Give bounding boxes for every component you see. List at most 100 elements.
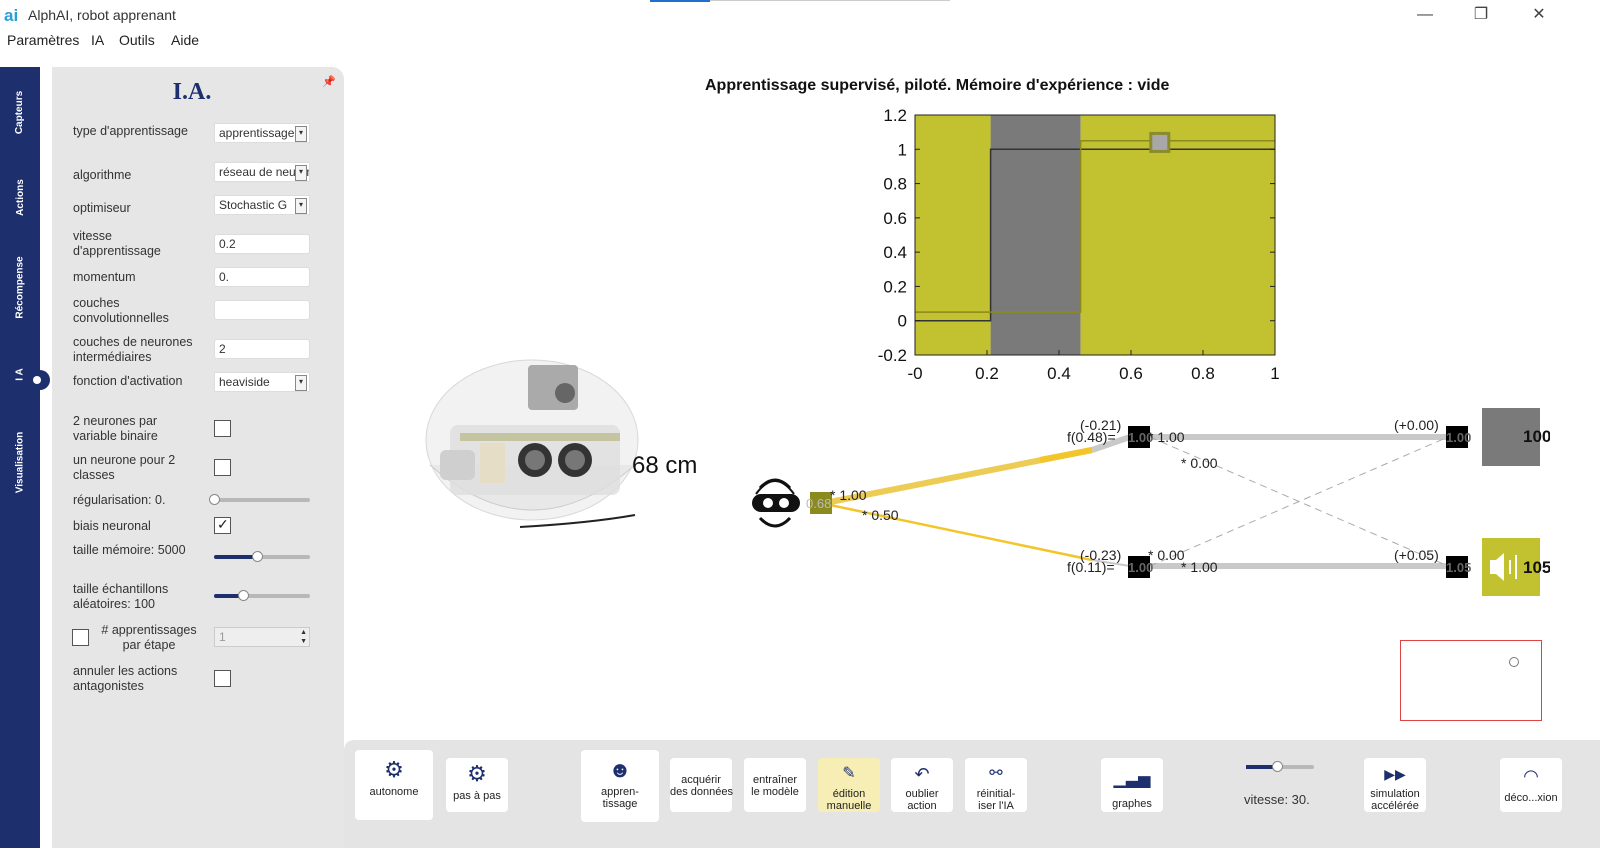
optim-select[interactable]: Stochastic G <box>214 195 310 215</box>
input-value: 0.68 <box>806 496 831 511</box>
menu-outils[interactable]: Outils <box>119 32 155 48</box>
algo-label: algorithme <box>73 168 132 182</box>
active-tab-indicator <box>30 370 50 390</box>
tab-visualisation[interactable]: Visualisation <box>14 431 26 493</box>
conv-input[interactable] <box>214 300 310 320</box>
chart-marker <box>1149 131 1171 153</box>
action-box-1 <box>1482 408 1540 466</box>
entrainer-button[interactable]: entraîner le modèle <box>744 758 806 812</box>
acquerir-button[interactable]: acquérir des données <box>670 758 733 812</box>
oublier-button[interactable]: ↶oublier action <box>891 758 953 812</box>
momentum-input[interactable]: 0. <box>214 267 310 287</box>
undo-icon: ↶ <box>914 764 930 784</box>
menu-ia[interactable]: IA <box>91 32 105 48</box>
h2-func: f(0.11)= <box>1067 559 1115 575</box>
h2-bias: (-0.23) <box>1080 547 1121 563</box>
o1-score: 100 <box>1523 427 1550 446</box>
cursor-circle-icon <box>1509 657 1519 667</box>
h1-func: f(0.48)= <box>1067 429 1116 445</box>
steps-checkbox[interactable] <box>72 629 89 646</box>
chart-frame <box>914 114 1276 356</box>
o2-score: 105 <box>1523 558 1550 577</box>
reg-label: régularisation: 0. <box>73 493 166 507</box>
activation-select[interactable]: heaviside <box>214 372 310 392</box>
o2-bias: (+0.05) <box>1394 547 1439 563</box>
reg-slider[interactable] <box>209 494 310 505</box>
binary-checkbox[interactable] <box>214 420 231 437</box>
speed-label: vitesse: 30. <box>1244 792 1310 807</box>
chart-region-1 <box>990 115 1081 355</box>
cancel-checkbox[interactable] <box>214 670 231 687</box>
pin-icon[interactable]: 📌 <box>322 76 336 88</box>
speed-slider[interactable] <box>1246 761 1314 772</box>
apprentissage-button[interactable]: ☻appren- tissage <box>581 750 659 822</box>
algo-select[interactable]: réseau de neurones <box>214 162 310 182</box>
reinit-button[interactable]: ⚯réinitial- iser l'IA <box>965 758 1027 812</box>
lr-input[interactable]: 0.2 <box>214 234 310 254</box>
maximize-button[interactable]: ❐ <box>1473 6 1489 23</box>
spin-arrows-icon: ▲▼ <box>300 629 307 645</box>
h1-value: 1.00 <box>1128 430 1153 445</box>
mini-view <box>1400 640 1542 721</box>
pas-a-pas-button[interactable]: ⚙pas à pas <box>446 758 508 812</box>
tab-recompense[interactable]: Récompense <box>14 255 26 319</box>
distance-readout: 68 cm <box>632 452 698 479</box>
link-h2-o1 <box>1149 436 1449 567</box>
menu-aide[interactable]: Aide <box>171 32 200 48</box>
bias-label: biais neuronal <box>73 519 151 533</box>
weight-in-top: * 1.00 <box>830 487 867 503</box>
robot-image <box>425 359 639 528</box>
input-node <box>810 492 832 514</box>
type-select[interactable]: apprentissage <box>214 123 310 143</box>
oneneuron-label: un neurone pour 2 classes <box>73 453 176 482</box>
bottom-toolbar: ⚙autonome ⚙pas à pas ☻appren- tissage ac… <box>344 740 1600 848</box>
minimize-button[interactable]: — <box>1417 6 1433 23</box>
steps-spinbox[interactable]: 1 ▲▼ <box>214 627 310 647</box>
optim-label: optimiseur <box>73 201 131 215</box>
title-bar: ai AlphAI, robot apprenant — ❐ ✕ <box>0 0 1600 30</box>
link-in-h2 <box>829 503 1093 562</box>
autonome-button[interactable]: ⚙autonome <box>355 750 433 820</box>
brain-head-icon: ☻ <box>608 757 632 782</box>
hidden-label: couches de neurones intermédiaires <box>73 335 193 364</box>
y-tick-label-7: -0.2 <box>878 346 907 365</box>
h2-value: 1.00 <box>1128 560 1153 575</box>
close-button[interactable]: ✕ <box>1532 6 1546 23</box>
o1-bias: (+0.00) <box>1394 417 1439 433</box>
memory-label: taille mémoire: 5000 <box>73 543 186 557</box>
chart-series-1 <box>915 139 1275 313</box>
y-tick-label-6: 0 <box>898 312 907 331</box>
simulation-button[interactable]: ▶▶simulation accélérée <box>1364 758 1426 812</box>
tab-actions[interactable]: Actions <box>14 178 26 216</box>
fast-forward-icon: ▶▶ <box>1384 766 1406 782</box>
hidden-node-2 <box>1128 556 1150 578</box>
y-tick-label-1: 1 <box>898 140 907 159</box>
side-tabs: Capteurs Actions Récompense I A Visualis… <box>0 67 40 848</box>
output-node-1 <box>1446 426 1468 448</box>
oneneuron-checkbox[interactable] <box>214 459 231 476</box>
h2-weight-straight: * 1.00 <box>1181 559 1218 575</box>
bias-checkbox[interactable]: ✓ <box>214 516 231 534</box>
app-logo-icon: ai <box>4 6 19 25</box>
speaker-icon <box>1490 553 1517 581</box>
graphes-button[interactable]: ▁▃▅graphes <box>1101 758 1163 812</box>
x-tick-label-2: 0.4 <box>1047 364 1071 383</box>
x-tick-label-3: 0.6 <box>1119 364 1143 383</box>
wifi-icon: ◠ <box>1523 766 1539 786</box>
y-tick-label-4: 0.4 <box>883 243 907 262</box>
momentum-label: momentum <box>73 270 136 284</box>
deconnexion-button[interactable]: ◠déco...xion <box>1500 758 1562 812</box>
edition-manuelle-button[interactable]: ✎édition manuelle <box>818 758 880 812</box>
lr-label: vitesse d'apprentissage <box>73 229 161 258</box>
hidden-input[interactable]: 2 <box>214 339 310 359</box>
x-tick-label-5: 1 <box>1270 364 1279 383</box>
weight-in-bot: * 0.50 <box>862 507 899 523</box>
autonome-icon: ⚙ <box>384 757 404 782</box>
chart-region-0 <box>915 115 991 355</box>
tab-capteurs[interactable]: Capteurs <box>14 90 26 134</box>
menu-parametres[interactable]: Paramètres <box>7 32 80 48</box>
memory-slider[interactable] <box>214 551 310 562</box>
type-label: type d'apprentissage <box>73 124 188 138</box>
sample-slider[interactable] <box>214 590 310 601</box>
conv-label: couches convolutionnelles <box>73 296 169 325</box>
